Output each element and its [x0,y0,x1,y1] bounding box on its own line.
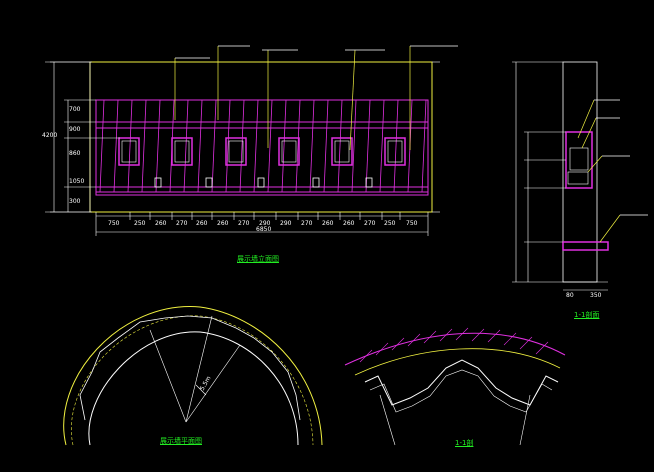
side-dim-4: 1050 [69,178,85,185]
bottom-dim-12: 260 [343,220,355,227]
bottom-dim-11: 260 [322,220,334,227]
side-section-view [512,61,648,291]
plan-title: 展示墙平面图 [160,437,202,445]
side-dim-2: 900 [69,126,81,133]
dim-total: 6850 [256,226,272,233]
bottom-dim-6: 260 [217,220,229,227]
bottom-dim-7: 270 [238,220,250,227]
section-title: 1-1剖面 [574,311,600,319]
bottom-dim-13: 270 [364,220,376,227]
elevation-title: 展示墙立面图 [237,255,279,263]
bottom-dim-9: 290 [280,220,292,227]
bottom-dim-15: 750 [406,220,418,227]
bottom-dim-1: 750 [108,220,120,227]
bottom-dim-4: 270 [176,220,188,227]
elevation-view [45,45,458,236]
dim-height: 4200 [42,132,58,139]
side-dim-5: 300 [69,198,81,205]
bottom-dim-10: 270 [301,220,313,227]
detail-title: 1-1剖 [455,439,474,447]
bottom-dim-5: 260 [196,220,208,227]
bottom-dim-14: 250 [384,220,396,227]
side-bottom-dim-2: 350 [590,292,602,299]
side-bottom-dim-1: 80 [566,292,574,299]
side-dim-1: 700 [69,106,81,113]
bottom-dim-2: 250 [134,220,146,227]
bottom-dim-8: 290 [259,220,271,227]
bottom-dim-3: 260 [155,220,167,227]
plan-view [63,306,323,446]
detail-section-view [344,327,566,446]
side-dim-3: 860 [69,150,81,157]
